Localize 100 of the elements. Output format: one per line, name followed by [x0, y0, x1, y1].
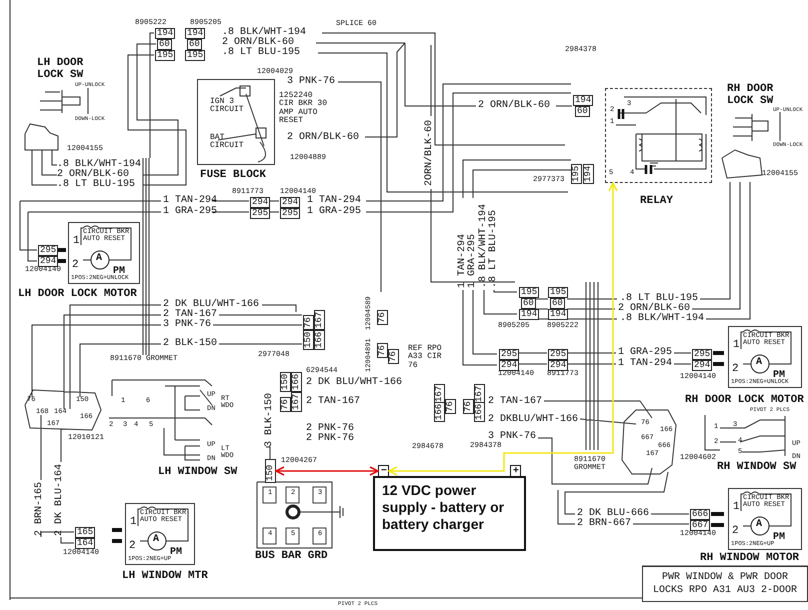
connector-pin-number: 60: [521, 298, 536, 309]
wire-label: 2 ORN/BLK-60: [618, 304, 690, 314]
connector-pin-number: 195: [571, 164, 582, 184]
connector-pin-number: 164: [75, 538, 96, 549]
wire-label: 2 TAN-167: [306, 397, 360, 408]
wire-label: .8 BLK/WHT-194: [620, 314, 704, 324]
wire-connector: [265, 459, 276, 483]
wire-label: 2 DK BLU/WHT-166: [306, 378, 402, 388]
component-note: 1252240 CIR BKR 30 AMP AUTO RESET: [279, 92, 328, 126]
connector-pin-number: 195: [548, 287, 568, 298]
connector-pin-number: 195: [185, 50, 206, 61]
wire-label: 2 TAN-167: [163, 310, 218, 320]
connector-pin-number: 76: [445, 399, 456, 414]
connector-pin-number: 167: [474, 384, 485, 404]
terminal-number: 2: [732, 364, 739, 376]
connector-pin-number: 294: [280, 197, 300, 208]
wire-label: 1 TAN-294: [458, 234, 468, 288]
wire-label: 1 TAN-294: [163, 196, 218, 206]
wire-label: 1 GRA-295: [163, 207, 218, 218]
connector-pin-number: 76: [377, 310, 388, 325]
battery-terminal: [510, 465, 521, 477]
wire-label: 2 PNK-76: [306, 424, 354, 434]
component-note: IGN 3 CIRCUIT: [210, 98, 245, 115]
wire-arrow: [388, 182, 618, 476]
component-label: RH WINDOW SW: [717, 462, 796, 474]
connector-pin-number: 295: [38, 245, 58, 256]
wire-label: 2 ORN/BLK-60: [478, 101, 550, 112]
connector-pin-number: 666: [690, 509, 710, 520]
terminal-number: 1: [130, 517, 137, 529]
wire-label: 1 GRA-295: [618, 348, 672, 358]
component-label: FUSE BLOCK: [200, 170, 266, 182]
wire-label: 2ORN/BLK-60: [425, 120, 436, 186]
component-label: LH WINDOW SW: [158, 467, 238, 479]
motor-symbol-letter: A: [756, 520, 762, 530]
motor-type-label: PM: [773, 533, 786, 543]
wire-label: 3 PNK-76: [287, 77, 336, 88]
connector-pin-number: 194: [519, 309, 540, 320]
terminal-number: 1: [73, 236, 80, 248]
connector-pin-number: 76: [377, 343, 388, 358]
motor-type-label: PM: [170, 548, 182, 558]
terminal-number: 1: [733, 340, 740, 352]
connector-pin-number: 294: [692, 360, 712, 371]
connector-pin-number: 166: [474, 402, 485, 422]
battery-terminal: [378, 465, 389, 477]
component-label: LH WINDOW MTR: [122, 571, 208, 583]
connector-pin-number: 166: [434, 402, 445, 422]
wire-label: 1 TAN-294: [307, 196, 362, 206]
connector-pin-number: 294: [499, 360, 520, 371]
connector-pin-number: 60: [157, 39, 172, 50]
connector-pin-number: 295: [280, 208, 300, 219]
terminal-number: 2: [732, 526, 739, 538]
connector-pin-number: 76: [388, 349, 399, 364]
connector-pin-number: 295: [692, 349, 712, 360]
wire-arrow: [275, 466, 379, 476]
connector-pin-number: 60: [550, 298, 565, 309]
wire-label: 3 PNK-76: [163, 320, 212, 330]
power-supply-box: [373, 476, 526, 551]
connector-pin-number: 294: [548, 360, 568, 371]
title-text: PWR WINDOW & PWR DOOR LOCKS RPO A31 AU3 2-DOOR: [652, 571, 798, 597]
wire-label: 2 ORN/BLK-60: [287, 133, 360, 144]
terminal-number: 2: [72, 260, 79, 272]
terminal-number: 2: [129, 541, 136, 553]
connector-pin-number: 165: [75, 527, 96, 538]
wire-label: .8 BLK/WHT-194: [479, 204, 489, 288]
wire-label: 3 BLK-150: [265, 392, 276, 447]
component-label: LH DOOR LOCK MOTOR: [18, 289, 137, 301]
component-label: LH DOOR LOCK SW: [37, 58, 84, 82]
connector-pin-number: 295: [499, 349, 520, 360]
wire-label: 2 DK BLU/WHT-166: [163, 300, 260, 310]
wire-label: .8 BLK/WHT-194: [222, 28, 306, 38]
component-label: RH WINDOW MOTOR: [700, 553, 800, 565]
wire-label: .8 BLK/WHT-194: [57, 160, 142, 170]
component-note: BAT CIRCUIT: [210, 134, 245, 151]
connector-pin-number: 166: [314, 330, 325, 350]
connector-pin-number: 195: [519, 287, 540, 298]
connector-pin-number: 150: [280, 372, 291, 392]
connector-pin-number: 294: [250, 197, 270, 208]
connector-pin-number: 294: [38, 256, 58, 267]
component-label: RH DOOR LOCK SW: [727, 84, 774, 107]
wire-label: 2 BLK-150: [163, 339, 218, 350]
wire-label: 2 DK BLU-666: [577, 509, 650, 519]
wire-label: 2 DKBLU/WHT-166: [488, 415, 578, 426]
connector-pin-number: 76: [280, 397, 291, 412]
power-supply-label: 12 VDC power supply - battery or battery charger: [382, 482, 506, 533]
connector-pin-number: 60: [575, 106, 590, 117]
connector-pin-number: 150: [303, 330, 314, 350]
terminal-number: 1: [733, 502, 740, 514]
connector-pin-number: 60: [187, 39, 202, 50]
connector-pin-number: 194: [583, 164, 594, 184]
motor-symbol-letter: A: [756, 358, 762, 368]
connector-pin-number: 667: [690, 520, 710, 531]
component-note: REF RPO A33 CIR 76: [408, 345, 443, 370]
motor-symbol-letter: A: [96, 254, 102, 264]
connector-pin-number: 194: [185, 28, 206, 39]
wire-label: 2 PNK-76: [306, 434, 354, 444]
wire-label: 3 PNK-76: [488, 432, 536, 442]
wire-label: .8 LT BLU-195: [222, 48, 300, 58]
connector-pin-number: 167: [291, 392, 302, 412]
component-label: RH DOOR LOCK MOTOR: [685, 395, 804, 407]
motor-symbol-letter: A: [153, 535, 160, 546]
